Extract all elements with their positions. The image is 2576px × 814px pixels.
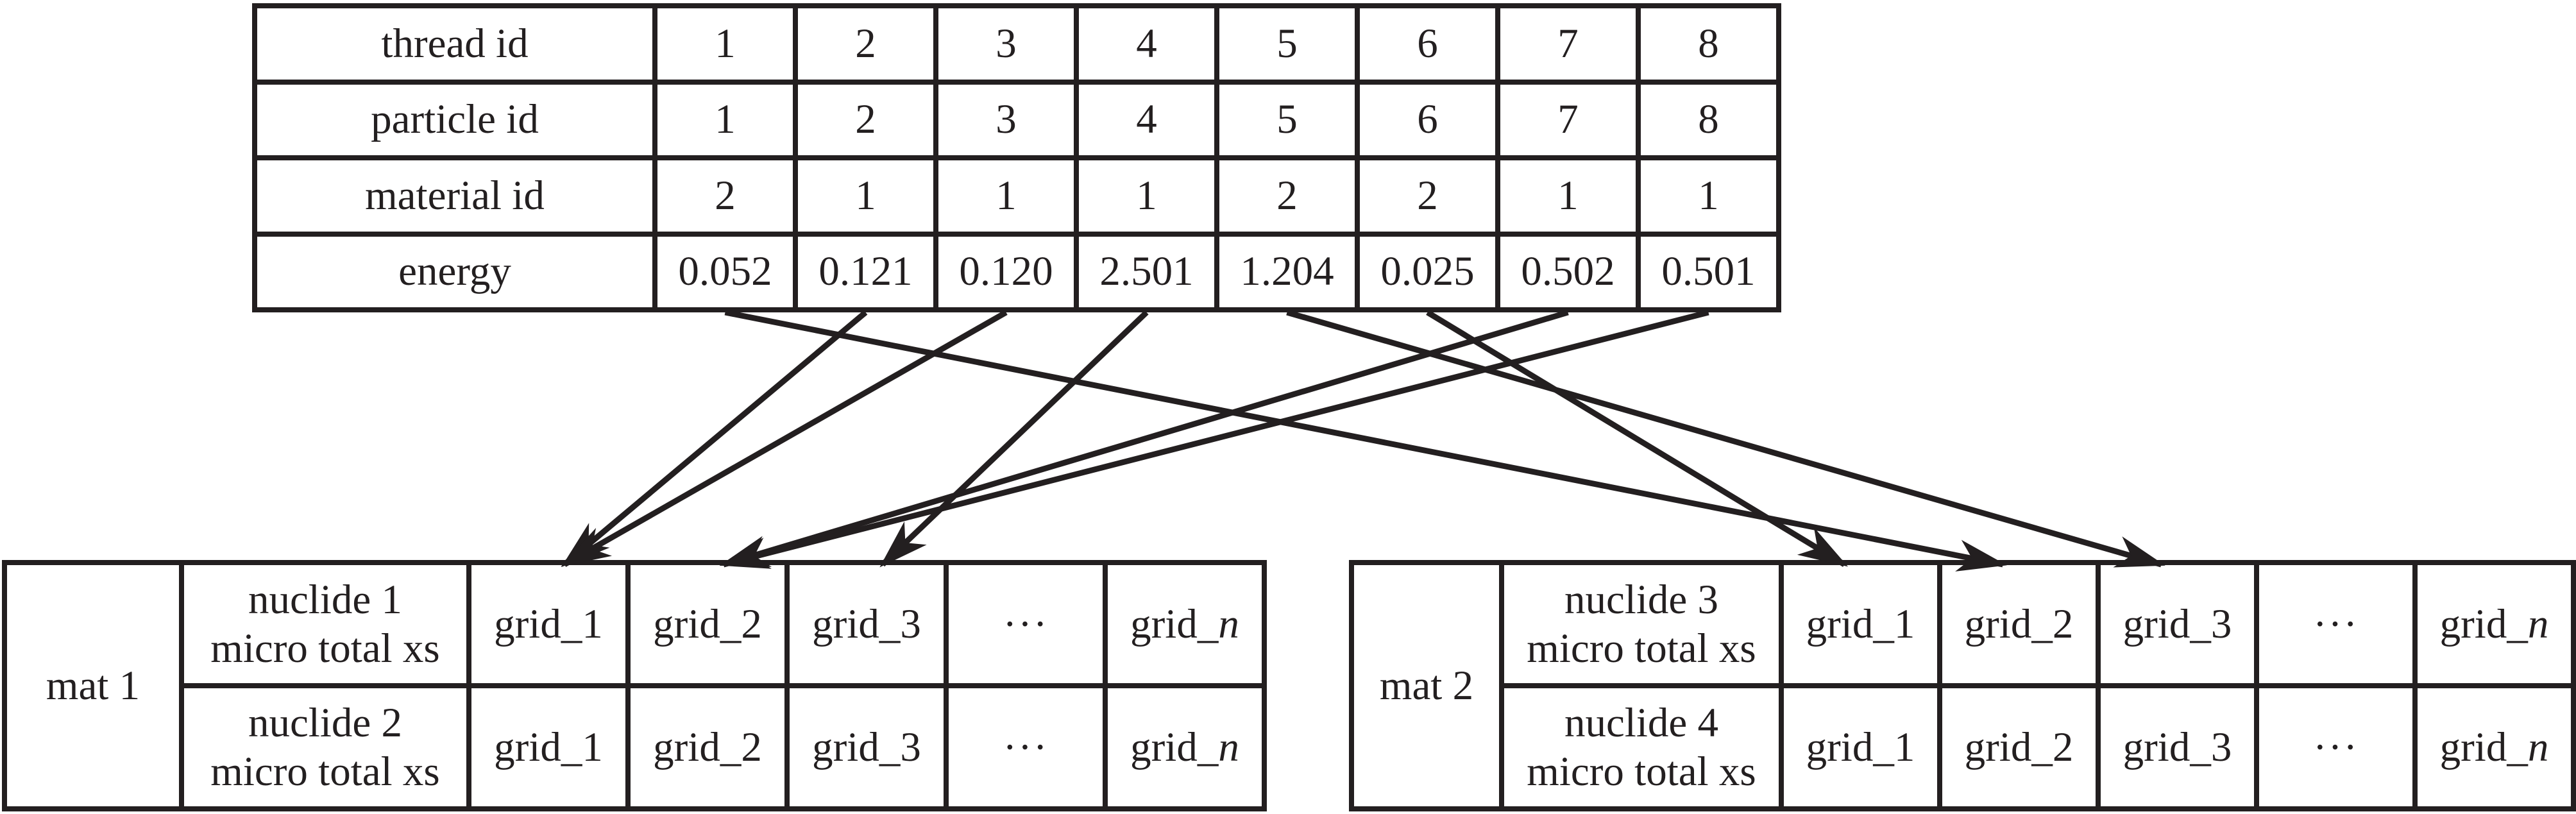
mat2-n4-grid2-cell: grid_2 [1942, 688, 2096, 806]
mat1-label: mat 1 [7, 565, 179, 806]
gridn-prefix: grid_ [1130, 724, 1219, 770]
energy-cell: 0.502 [1500, 236, 1636, 307]
mat2-nuclide4-header: nuclide 4 micro total xs [1504, 688, 1779, 806]
gridn-var: n [2527, 724, 2549, 770]
thread-id-cell: 7 [1500, 8, 1636, 80]
row-label-particle-id: particle id [257, 84, 652, 155]
material-id-cell: 2 [1360, 160, 1495, 232]
particle-id-cell: 8 [1641, 84, 1776, 155]
energy-cell: 0.120 [938, 236, 1074, 307]
mat2-n3-ellipsis-cell: ··· [2259, 565, 2412, 683]
material-id-cell: 1 [1641, 160, 1776, 232]
mat1-n2-grid1-cell: grid_1 [471, 688, 625, 806]
energy-cell: 0.052 [657, 236, 793, 307]
thread-id-cell: 2 [798, 8, 933, 80]
gridn-prefix: grid_ [2439, 600, 2528, 647]
thread-id-cell: 5 [1219, 8, 1355, 80]
nuclide-name: nuclide 3 [1564, 576, 1719, 623]
mat1-n1-gridn-cell: grid_n [1108, 565, 1262, 683]
energy-lookup-arrow [561, 310, 868, 568]
particle-id-cell: 1 [657, 84, 793, 155]
mat2-xs-table: mat 2 nuclide 3 micro total xs grid_1 gr… [1349, 560, 2576, 811]
thread-id-cell: 8 [1641, 8, 1776, 80]
particle-id-cell: 5 [1219, 84, 1355, 155]
nuclide-subtitle: micro total xs [210, 625, 440, 672]
mat1-n1-ellipsis-cell: ··· [949, 565, 1103, 683]
mat1-n1-grid1-cell: grid_1 [471, 565, 625, 683]
energy-lookup-arrow [719, 309, 1709, 569]
mat2-n3-gridn-cell: grid_n [2418, 565, 2571, 683]
mat1-n2-ellipsis-cell: ··· [949, 688, 1103, 806]
gridn-var: n [1218, 724, 1239, 770]
row-label-thread-id: thread id [257, 8, 652, 80]
particle-id-cell: 3 [938, 84, 1074, 155]
energy-cell: 1.204 [1219, 236, 1355, 307]
mat1-n1-grid2-cell: grid_2 [631, 565, 784, 683]
particle-id-cell: 4 [1079, 84, 1214, 155]
nuclide-subtitle: micro total xs [1527, 625, 1756, 672]
thread-id-cell: 3 [938, 8, 1074, 80]
energy-cell: 0.121 [798, 236, 933, 307]
energy-cell: 2.501 [1079, 236, 1214, 307]
energy-cell: 0.501 [1641, 236, 1776, 307]
gridn-var: n [2527, 600, 2549, 647]
mat2-n3-grid2-cell: grid_2 [1942, 565, 2096, 683]
mat1-n2-grid3-cell: grid_3 [790, 688, 944, 806]
material-id-cell: 1 [1079, 160, 1214, 232]
particle-id-cell: 2 [798, 84, 933, 155]
energy-lookup-arrow [561, 310, 1008, 567]
mat2-label: mat 2 [1354, 565, 1499, 806]
material-id-cell: 1 [1500, 160, 1636, 232]
gridn-prefix: grid_ [2439, 724, 2528, 770]
mat2-nuclide3-header: nuclide 3 micro total xs [1504, 565, 1779, 683]
thread-id-cell: 4 [1079, 8, 1214, 80]
nuclide-subtitle: micro total xs [210, 749, 440, 795]
nuclide-name: nuclide 2 [248, 699, 403, 746]
mat1-nuclide2-header: nuclide 2 micro total xs [184, 688, 466, 806]
energy-lookup-arrow [1426, 310, 1849, 567]
nuclide-name: nuclide 4 [1564, 699, 1719, 746]
mat1-n1-grid3-cell: grid_3 [790, 565, 944, 683]
mat2-n3-grid3-cell: grid_3 [2101, 565, 2254, 683]
particle-id-cell: 7 [1500, 84, 1636, 155]
material-id-cell: 2 [1219, 160, 1355, 232]
mat2-n4-grid3-cell: grid_3 [2101, 688, 2254, 806]
material-id-cell: 2 [657, 160, 793, 232]
mat2-n4-grid1-cell: grid_1 [1784, 688, 1937, 806]
gridn-prefix: grid_ [1130, 600, 1219, 647]
particle-id-cell: 6 [1360, 84, 1495, 155]
gridn-var: n [1218, 600, 1239, 647]
energy-lookup-arrow [879, 310, 1149, 568]
row-label-energy: energy [257, 236, 652, 307]
row-label-material-id: material id [257, 160, 652, 232]
nuclide-subtitle: micro total xs [1527, 749, 1756, 795]
material-id-cell: 1 [938, 160, 1074, 232]
mat2-n3-grid1-cell: grid_1 [1784, 565, 1937, 683]
thread-id-cell: 6 [1360, 8, 1495, 80]
mat1-nuclide1-header: nuclide 1 micro total xs [184, 565, 466, 683]
thread-id-cell: 1 [657, 8, 793, 80]
mat2-n4-ellipsis-cell: ··· [2259, 688, 2412, 806]
energy-lookup-arrow [724, 309, 2007, 572]
energy-cell: 0.025 [1360, 236, 1495, 307]
mat1-xs-table: mat 1 nuclide 1 micro total xs grid_1 gr… [2, 560, 1267, 811]
energy-lookup-arrow [719, 309, 1569, 568]
mat1-n2-gridn-cell: grid_n [1108, 688, 1262, 806]
material-id-cell: 1 [798, 160, 933, 232]
mat1-n2-grid2-cell: grid_2 [631, 688, 784, 806]
mat2-n4-gridn-cell: grid_n [2418, 688, 2571, 806]
particle-state-table: thread id 1 2 3 4 5 6 7 8 particle id 1 … [252, 3, 1781, 312]
nuclide-name: nuclide 1 [248, 576, 403, 623]
energy-lookup-arrow [1286, 309, 2165, 568]
